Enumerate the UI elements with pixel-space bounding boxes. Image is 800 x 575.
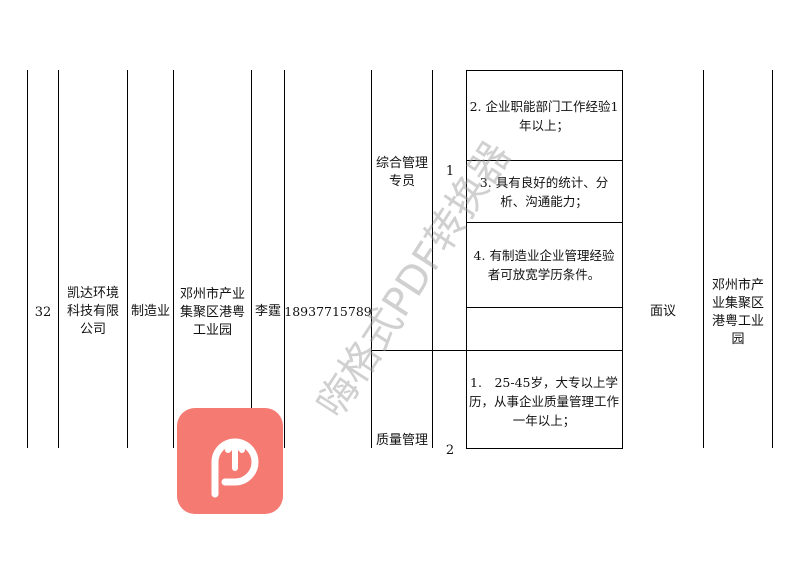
requirement-text: 2. 企业职能部门工作经验1年以上； [469,99,619,133]
position-title: 质量管理 [375,433,428,448]
table-border [772,70,773,448]
table-border [466,160,623,161]
table-border [173,70,174,448]
salary: 面议 [649,304,676,319]
requirement-text [468,312,620,346]
position-count: 1 [445,164,455,179]
requirement-text: 3. 具有良好的统计、分析、沟通能力； [479,175,609,209]
table-border [466,222,623,223]
work-location: 邓州市产业集聚区港粤工业园 [711,278,764,347]
table-border [127,70,128,448]
contact-person: 李霆 [254,304,281,319]
table-border [622,70,623,448]
table-border [284,70,285,448]
table-border [27,70,28,448]
requirement-text: 4. 有制造业企业管理经验者可放宽学历条件。 [473,248,615,282]
table-border [466,70,467,448]
table-border [466,307,623,308]
requirement-text: 1. 25-45岁，大专以上学历，从事企业质量管理工作一年以上； [468,374,619,428]
table-border [703,70,704,448]
table-border [466,70,623,71]
table-border [58,70,59,448]
company-name: 凯达环境科技有限公司 [66,286,119,337]
position-title: 综合管理专员 [375,156,428,189]
table-border [466,448,623,449]
position-count: 2 [445,443,455,458]
table-border [432,70,433,448]
table-border [371,350,623,351]
table-border [251,70,252,448]
pdf-converter-logo-icon [177,408,283,514]
table-border [371,70,372,448]
phone-number: 18937715789 [284,304,372,319]
industry: 制造业 [130,304,170,319]
address: 邓州市产业集聚区港粤工业园 [179,287,245,338]
row-index: 32 [34,304,52,320]
